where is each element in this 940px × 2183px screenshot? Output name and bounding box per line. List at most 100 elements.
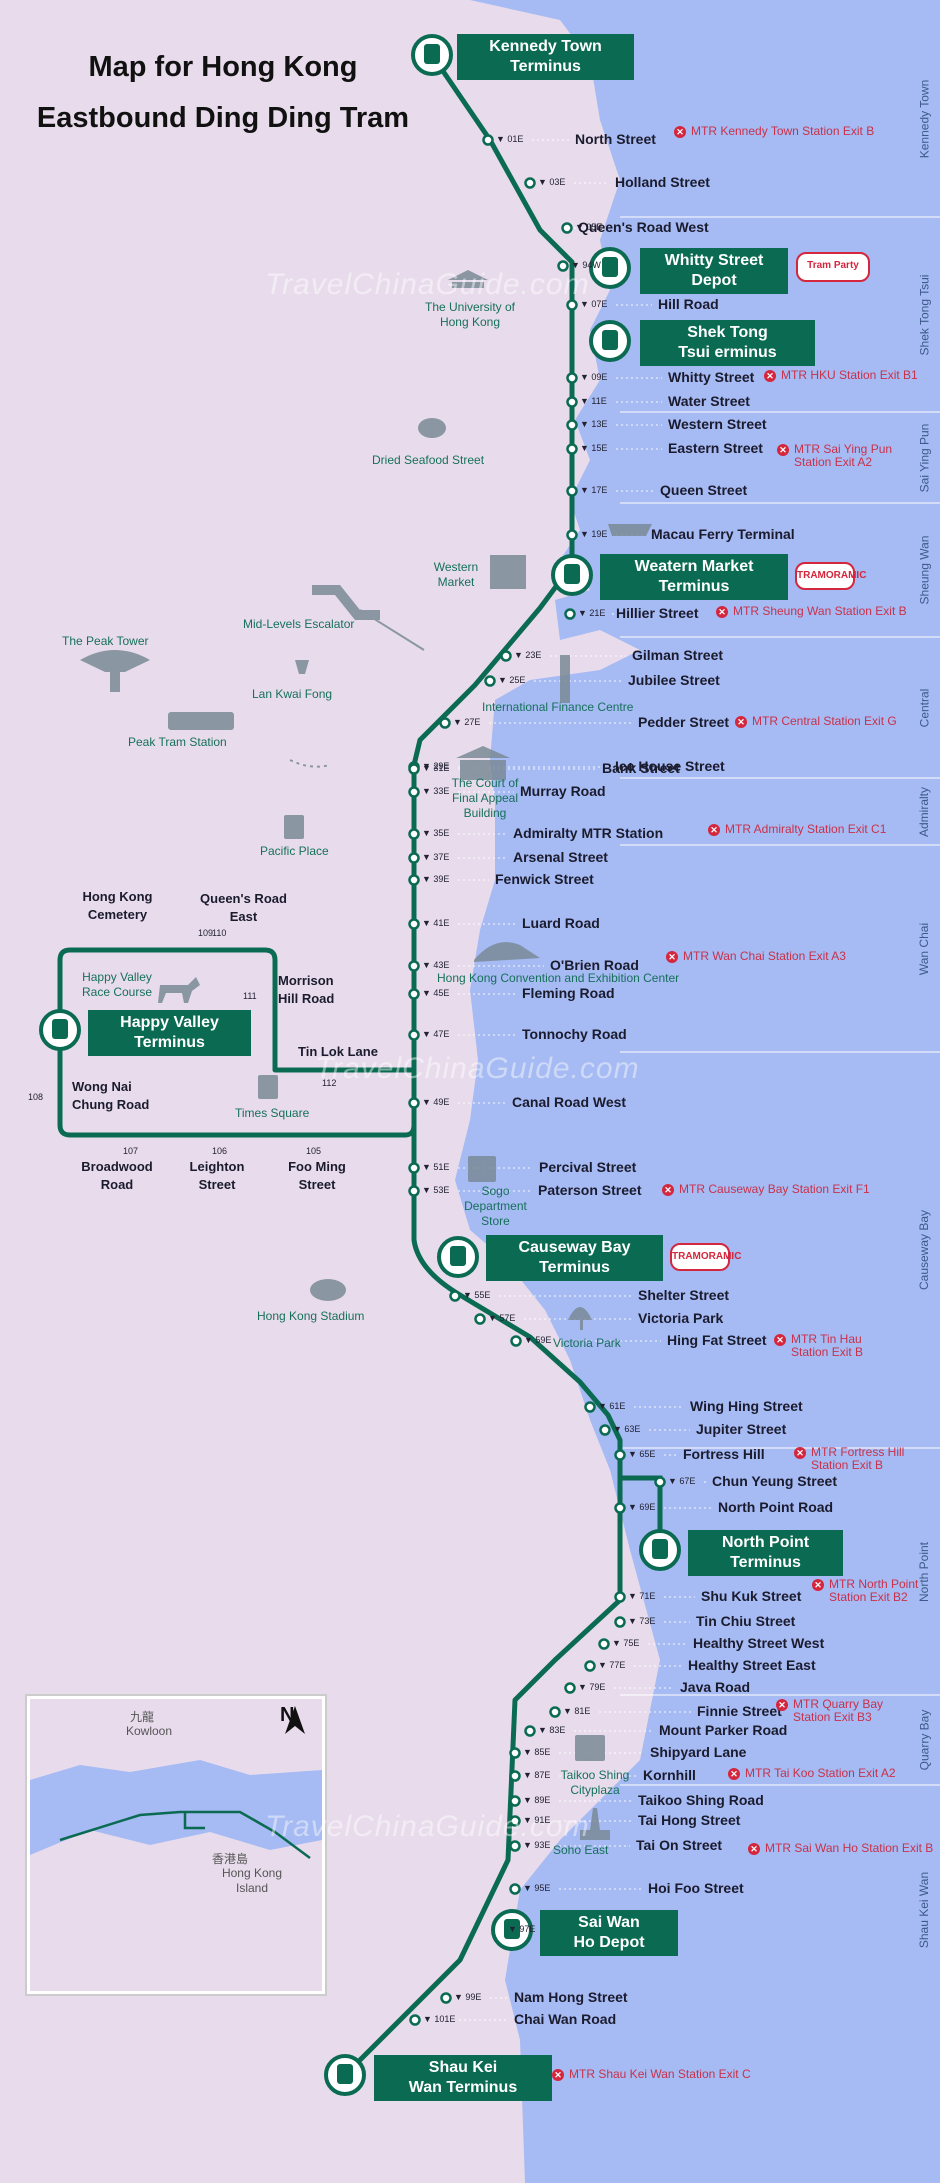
stop-street-name[interactable]: Percival Street (539, 1159, 637, 1175)
stop-street-name[interactable]: Western Street (668, 416, 767, 432)
stop-street-name[interactable]: North Street (575, 131, 656, 147)
stop-dot[interactable] (524, 1725, 536, 1737)
stop-street-name[interactable]: Queen Street (660, 482, 748, 498)
stop-dot[interactable] (510, 1335, 522, 1347)
stop-dot[interactable] (509, 1747, 521, 1759)
stop-street-name[interactable]: Fleming Road (522, 985, 615, 1001)
stop-street-name[interactable]: Fortress Hill (683, 1446, 765, 1462)
stop-street-name[interactable]: Bank Street (602, 760, 680, 776)
stop-street-name[interactable]: Pedder Street (638, 714, 730, 730)
stop-dot[interactable] (500, 650, 512, 662)
stop-dot[interactable] (408, 918, 420, 930)
stop-street-name[interactable]: Paterson Street (538, 1182, 642, 1198)
stop-dot[interactable] (439, 717, 451, 729)
stop-dot[interactable] (566, 529, 578, 541)
stop-dot[interactable] (614, 1502, 626, 1514)
stop-dot[interactable] (509, 1815, 521, 1827)
stop-dot[interactable] (566, 443, 578, 455)
stop-dot[interactable] (584, 1660, 596, 1672)
stop-street-name[interactable]: Gilman Street (632, 647, 724, 663)
stop-dot[interactable] (599, 1424, 611, 1436)
stop-street-name[interactable]: Shipyard Lane (650, 1744, 747, 1760)
stop-street-name[interactable]: Tin Chiu Street (696, 1613, 796, 1629)
stop-dot[interactable] (408, 1185, 420, 1197)
stop-street-name[interactable]: Nam Hong Street (514, 1989, 628, 2005)
stop-street-name[interactable]: Healthy Street West (693, 1635, 825, 1651)
stop-street-name[interactable]: Eastern Street (668, 440, 763, 456)
stop-dot[interactable] (484, 675, 496, 687)
stop-dot[interactable] (509, 1795, 521, 1807)
stop-street-name[interactable]: Arsenal Street (513, 849, 608, 865)
stop-dot[interactable] (408, 828, 420, 840)
stop-street-name[interactable]: Hoi Foo Street (648, 1880, 744, 1896)
stop-dot[interactable] (564, 1682, 576, 1694)
stop-dot[interactable] (408, 852, 420, 864)
stop-street-name[interactable]: Healthy Street East (688, 1657, 816, 1673)
stop-street-name[interactable]: Java Road (680, 1679, 751, 1695)
stop-dot[interactable] (654, 1476, 666, 1488)
stop-dot[interactable] (408, 960, 420, 972)
stop-street-name[interactable]: Jupiter Street (696, 1421, 787, 1437)
stop-dot[interactable] (614, 1616, 626, 1628)
stop-dot[interactable] (524, 177, 536, 189)
stop-street-name[interactable]: North Point Road (718, 1499, 834, 1515)
stop-dot[interactable] (566, 396, 578, 408)
stop-dot[interactable] (408, 786, 420, 798)
stop-dot[interactable] (566, 419, 578, 431)
stop-street-name[interactable]: Hing Fat Street (667, 1332, 767, 1348)
stop-street-name[interactable]: Murray Road (520, 783, 606, 799)
stop-street-name[interactable]: Shelter Street (638, 1287, 730, 1303)
stop-dot[interactable] (449, 1290, 461, 1302)
stop-dot[interactable] (614, 1591, 626, 1603)
stop-street-name[interactable]: Luard Road (522, 915, 600, 931)
stop-dot[interactable] (408, 988, 420, 1000)
stop-street-name[interactable]: Tai On Street (636, 1837, 723, 1853)
stop-street-name[interactable]: Mount Parker Road (659, 1722, 788, 1738)
stop-dot[interactable] (408, 1029, 420, 1041)
stop-street-name[interactable]: Hillier Street (616, 605, 699, 621)
stop-street-name[interactable]: Queen's Road West (578, 219, 709, 235)
stop-street-name[interactable]: Ice House Street (615, 758, 725, 774)
stop-street-name[interactable]: Macau Ferry Terminal (651, 526, 795, 542)
stop-street-name[interactable]: Chun Yeung Street (712, 1473, 837, 1489)
stop-street-name[interactable]: Shu Kuk Street (701, 1588, 802, 1604)
stop-street-name[interactable]: Taikoo Shing Road (638, 1792, 764, 1808)
stop-street-name[interactable]: Fenwick Street (495, 871, 594, 887)
stop-street-name[interactable]: Jubilee Street (628, 672, 720, 688)
stop-street-name[interactable]: Tai Hong Street (638, 1812, 741, 1828)
stop-dot[interactable] (557, 260, 569, 272)
stop-dot[interactable] (564, 608, 576, 620)
stop-dot[interactable] (482, 134, 494, 146)
stop-street-name[interactable]: Chai Wan Road (514, 2011, 617, 2027)
stop-dot[interactable] (408, 763, 420, 775)
stop-dot[interactable] (474, 1313, 486, 1325)
stop-dot[interactable] (408, 1097, 420, 1109)
stop-dot[interactable] (408, 874, 420, 886)
stop-street-name[interactable]: Whitty Street (668, 369, 755, 385)
stop-dot[interactable] (408, 1162, 420, 1174)
stop-dot[interactable] (509, 1770, 521, 1782)
stop-dot[interactable] (440, 1992, 452, 2004)
stop-street-name[interactable]: Wing Hing Street (690, 1398, 803, 1414)
stop-street-name[interactable]: Canal Road West (512, 1094, 627, 1110)
stop-dot[interactable] (584, 1401, 596, 1413)
stop-street-name[interactable]: Water Street (668, 393, 750, 409)
stop-street-name[interactable]: O'Brien Road (550, 957, 639, 973)
stop-street-name[interactable]: Admiralty MTR Station (513, 825, 664, 841)
stop-street-name[interactable]: Hill Road (658, 296, 719, 312)
stop-dot[interactable] (561, 222, 573, 234)
stop-dot[interactable] (598, 1638, 610, 1650)
stop-street-name[interactable]: Tonnochy Road (522, 1026, 627, 1042)
stop-dot[interactable] (614, 1449, 626, 1461)
stop-street-name[interactable]: Victoria Park (638, 1310, 724, 1326)
stop-dot[interactable] (549, 1706, 561, 1718)
